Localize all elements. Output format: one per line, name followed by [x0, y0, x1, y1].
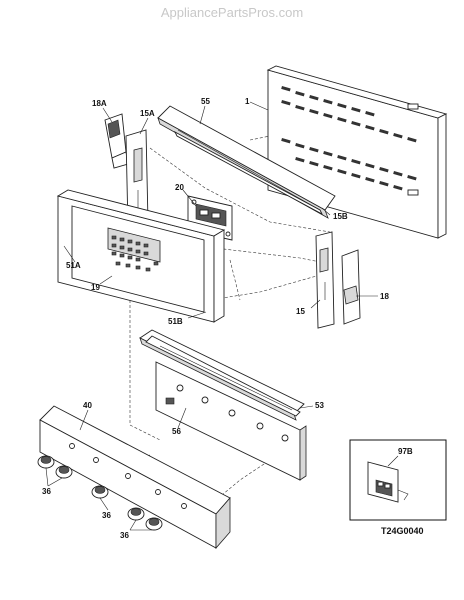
part-97b-wiring-harness[interactable] — [367, 461, 409, 503]
callout-18: 18 — [380, 292, 389, 301]
knob[interactable] — [127, 507, 145, 521]
callout-labels: 18A 15A 55 1 20 15B 51A 19 51B 15 18 40 … — [42, 97, 413, 540]
callout-18A: 18A — [92, 99, 107, 108]
knob[interactable] — [145, 517, 163, 531]
part-56-manifold-panel[interactable] — [155, 361, 307, 481]
callout-15B: 15B — [333, 212, 348, 221]
knob[interactable] — [55, 465, 73, 479]
callout-36-second: 36 — [102, 511, 111, 520]
inset-box-97b — [349, 439, 447, 521]
watermark-text: AppliancePartsPros.com — [161, 5, 303, 20]
callout-36-third: 36 — [120, 531, 129, 540]
louver-vents — [281, 85, 419, 196]
part-15-right-bracket[interactable] — [315, 231, 335, 329]
callout-40: 40 — [83, 401, 92, 410]
part-40-lower-panel[interactable] — [39, 405, 231, 550]
callout-15: 15 — [296, 307, 305, 316]
callout-36-first: 36 — [42, 487, 51, 496]
callout-1: 1 — [245, 97, 250, 106]
callout-53: 53 — [315, 401, 324, 410]
callout-51A: 51A — [66, 261, 81, 270]
knob[interactable] — [91, 485, 109, 499]
part-55-top-trim[interactable] — [157, 105, 336, 219]
callout-97B: 97B — [398, 447, 413, 456]
callout-15A: 15A — [140, 109, 155, 118]
part-19-control-panel[interactable] — [56, 189, 226, 323]
part-15a-left-side-bracket[interactable] — [125, 129, 149, 229]
knob[interactable] — [37, 455, 55, 469]
callout-56: 56 — [172, 427, 181, 436]
display-keypad — [107, 227, 161, 272]
part-53-channel-rail[interactable] — [139, 329, 305, 421]
callout-20: 20 — [175, 183, 184, 192]
part-18-right-bracket[interactable] — [341, 249, 361, 325]
callout-19: 19 — [91, 283, 100, 292]
part-18a-left-bracket[interactable] — [104, 113, 129, 169]
diagram-code: T24G0040 — [381, 526, 424, 536]
leader-lines — [45, 101, 399, 531]
callout-55: 55 — [201, 97, 210, 106]
callout-51B: 51B — [168, 317, 183, 326]
part-36-knobs[interactable] — [37, 455, 163, 531]
part-1-rear-panel[interactable] — [266, 65, 448, 239]
